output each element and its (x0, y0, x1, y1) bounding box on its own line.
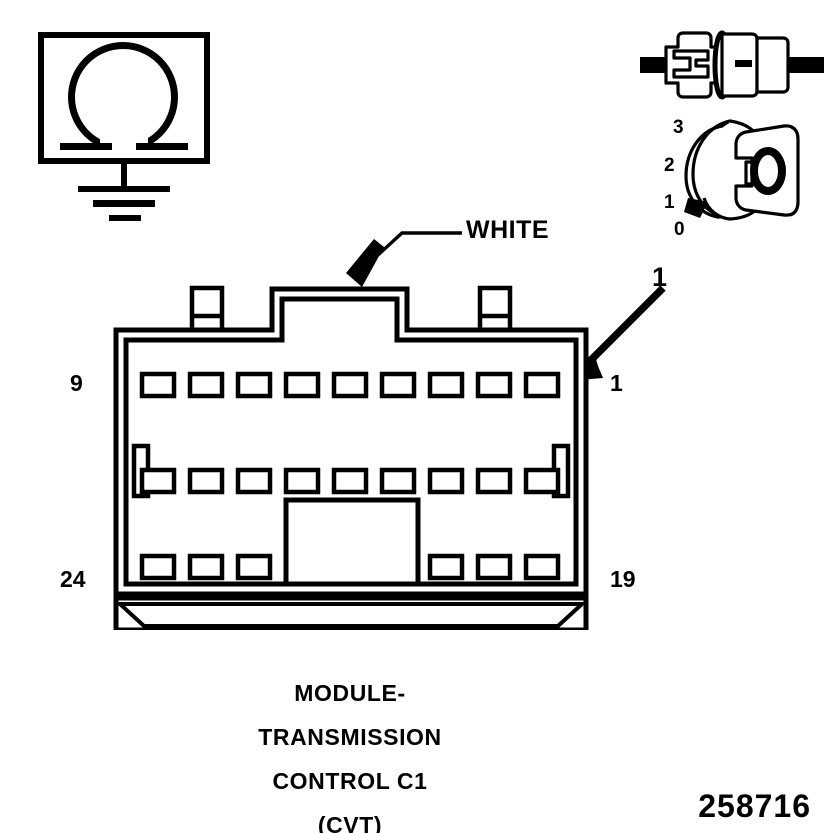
white-wire-label: WHITE (466, 216, 550, 244)
key-switch-position-3: 3 (673, 117, 684, 138)
ground-stem (121, 164, 127, 188)
key-switch-position-2: 2 (664, 155, 675, 176)
pin-number-top-right: 1 (610, 370, 623, 396)
caption-line-3: CONTROL C1 (272, 768, 428, 794)
pin-number-bottom-right: 19 (610, 566, 636, 592)
rotary-key-switch-icon: 3 2 1 0 (660, 110, 810, 240)
pin-1-callout-label: 1 (652, 262, 668, 292)
key-switch-position-1: 1 (664, 192, 675, 213)
pin-row-top (139, 371, 561, 399)
connector-pair-icon (640, 25, 830, 115)
caption-line-1: MODULE- (294, 680, 406, 706)
ohm-symbol-box (38, 32, 210, 164)
top-tab-left (189, 285, 225, 334)
ground-bar-1 (78, 186, 170, 192)
ground-bar-3 (109, 215, 141, 221)
key-switch-position-0: 0 (674, 219, 685, 240)
figure-number: 258716 (698, 788, 811, 824)
transmission-control-connector (112, 282, 590, 633)
white-callout-leader (340, 225, 475, 295)
caption-line-4: (CVT) (317, 812, 383, 833)
pin-row-middle (139, 467, 561, 495)
omega-foot-right (136, 143, 188, 150)
centre-cavity (283, 497, 421, 587)
top-tab-right (477, 285, 513, 334)
figure-caption: MODULE- TRANSMISSION CONTROL C1 (CVT) (0, 680, 700, 833)
pin-number-bottom-left: 24 (60, 566, 86, 592)
pin-number-top-left: 9 (70, 370, 83, 396)
caption-line-2: TRANSMISSION (258, 724, 442, 750)
omega-foot-left (60, 143, 112, 150)
pin-row-bottom (139, 553, 561, 581)
ground-bar-2 (93, 200, 155, 207)
